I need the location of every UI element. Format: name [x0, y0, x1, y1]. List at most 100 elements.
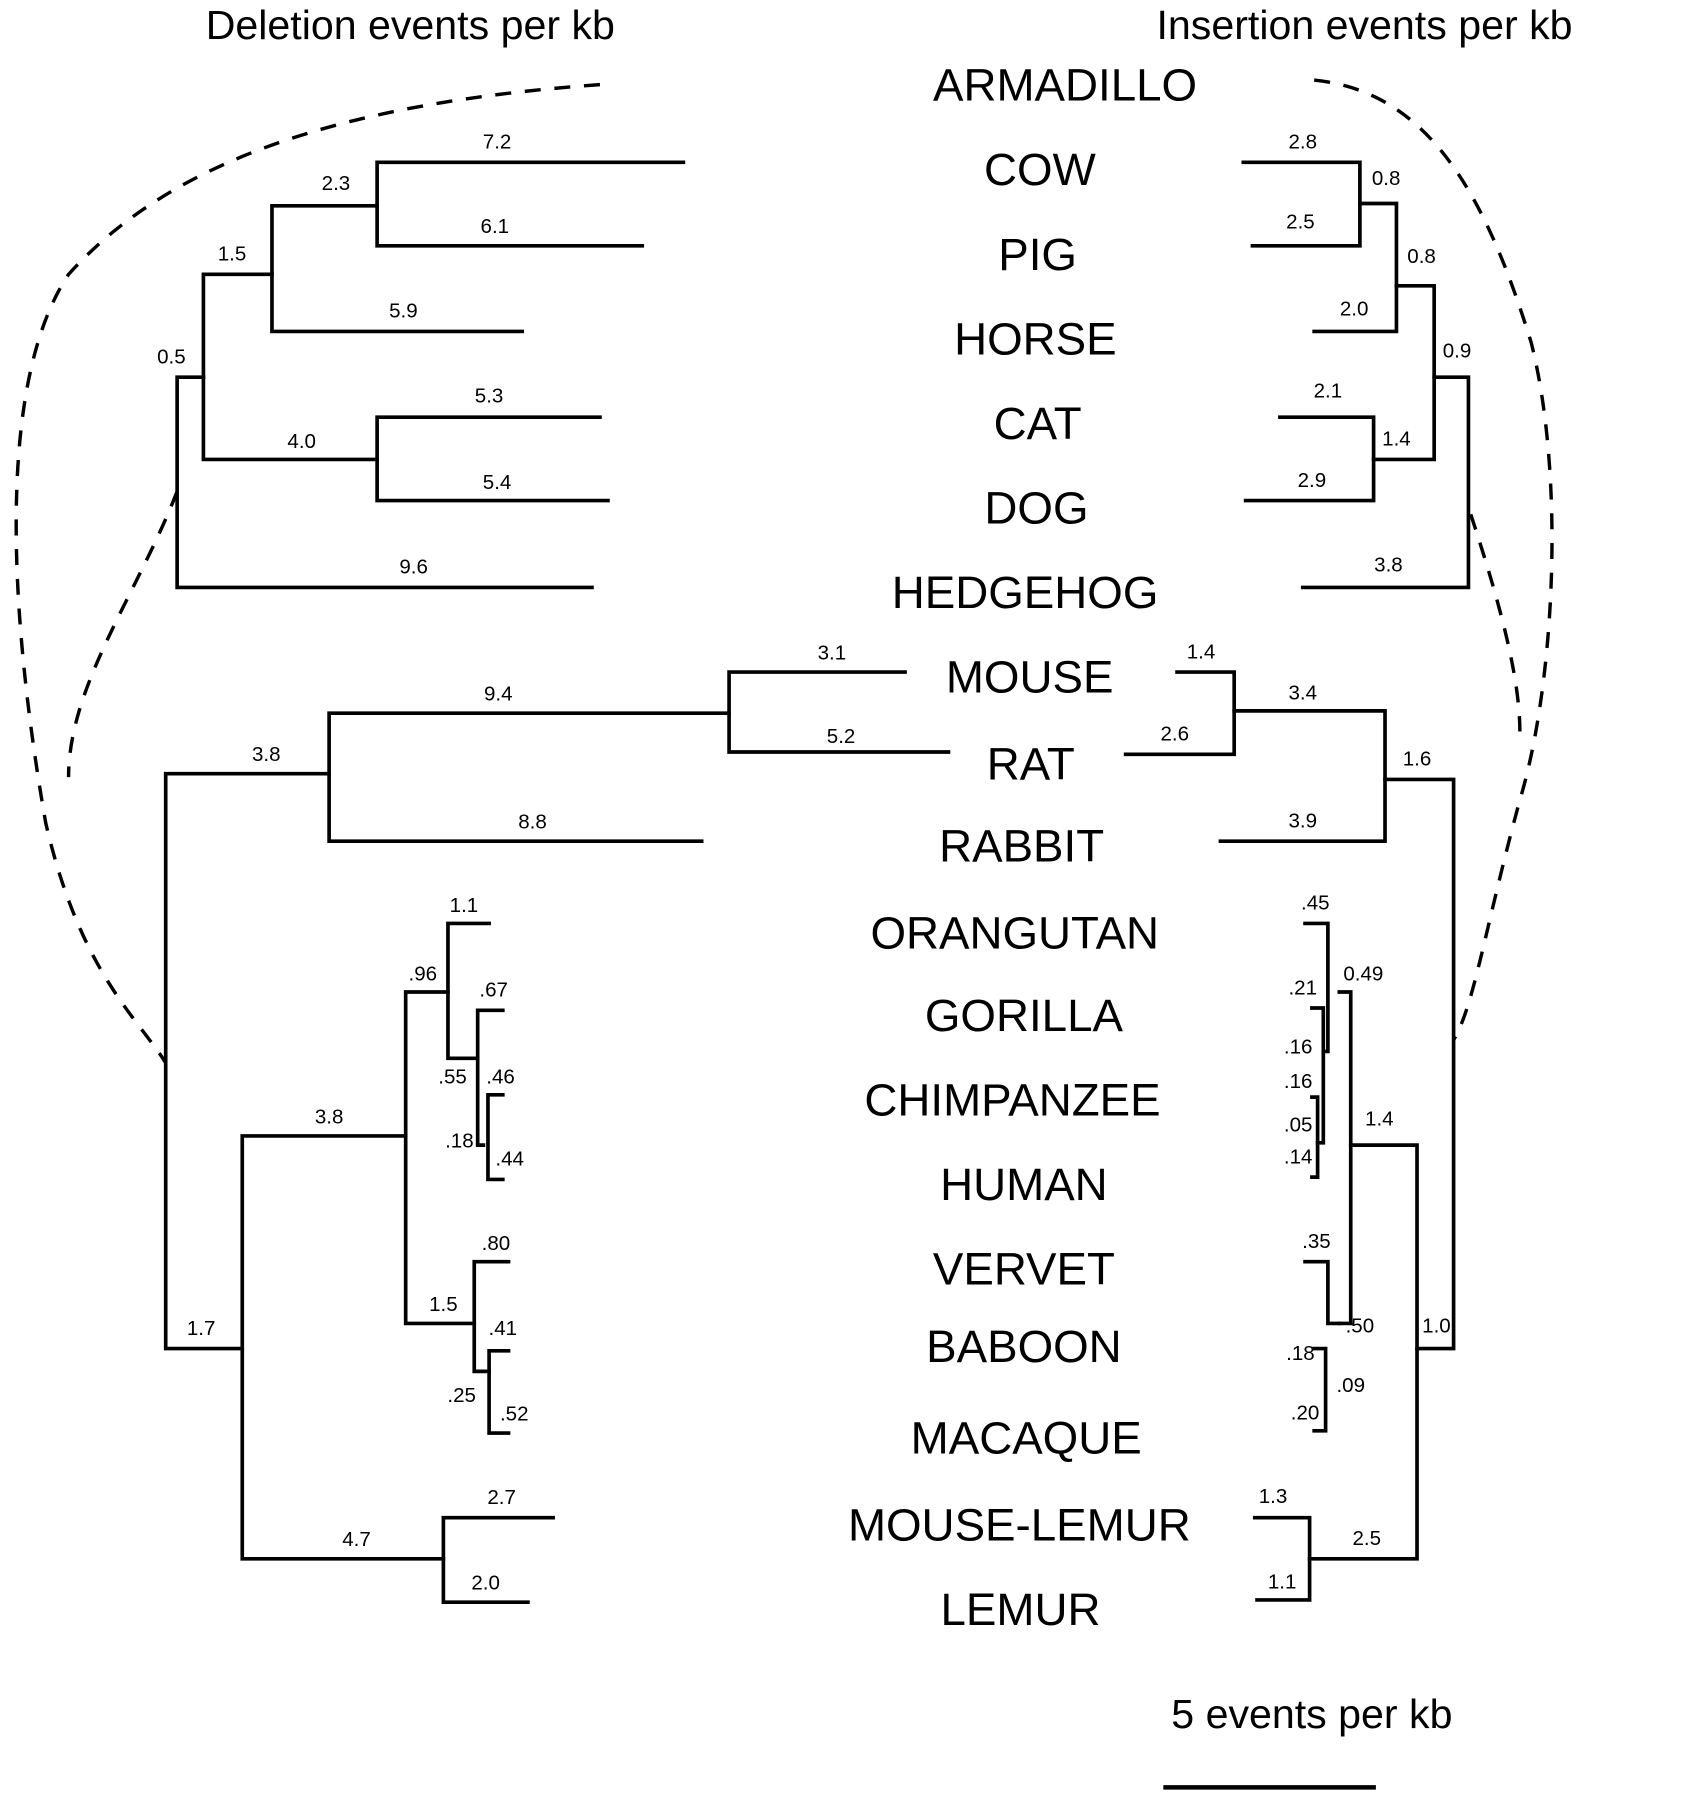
branch: [1252, 1515, 1312, 1602]
branch-label: 1.5: [218, 243, 247, 266]
branch: [441, 1515, 555, 1605]
species-label: HORSE: [954, 313, 1117, 364]
branch: [472, 1259, 511, 1374]
dashed-connector-left: [14, 82, 601, 1064]
deletion-title: Deletion events per kb: [206, 2, 615, 48]
branch-label: 9.6: [399, 556, 428, 579]
branch: [201, 272, 379, 462]
branch-label: 7.2: [483, 131, 512, 154]
branch: [1383, 777, 1456, 1351]
branch-label: 2.5: [1352, 1527, 1381, 1550]
species-label: GORILLA: [925, 990, 1124, 1041]
species-label: MOUSE-LEMUR: [848, 1500, 1191, 1551]
branch-label: 1.0: [1422, 1315, 1451, 1338]
branch-label: .52: [500, 1403, 529, 1426]
branch-label: .21: [1288, 976, 1317, 999]
branch: [327, 711, 731, 843]
branch-label: 1.4: [1187, 640, 1216, 663]
branch-label: .05: [1284, 1113, 1313, 1136]
branch-label: 2.9: [1298, 469, 1327, 492]
branch-label: .46: [486, 1065, 515, 1088]
branch: [163, 771, 331, 1351]
species-label: DOG: [984, 482, 1088, 533]
branch-label: 1.5: [429, 1293, 458, 1316]
branch: [270, 203, 525, 334]
species-label: RABBIT: [939, 821, 1104, 872]
branch-label: 1.4: [1382, 428, 1411, 451]
species-labels: ARMADILLO COW PIG HORSE CAT DOG HEDGEHOG…: [848, 60, 1197, 1635]
branch-label: 0.5: [157, 345, 186, 368]
dashed-connector-right: [1314, 78, 1554, 1041]
branch-label: .50: [1346, 1315, 1375, 1338]
species-label: LEMUR: [940, 1584, 1100, 1635]
scale-bar-label: 5 events per kb: [1171, 1691, 1452, 1737]
branch-label: 1.7: [187, 1317, 216, 1340]
branch: [1307, 1143, 1419, 1561]
branch-label: 5.2: [827, 725, 856, 748]
branch-label: 5.4: [483, 471, 512, 494]
branch: [446, 921, 491, 1061]
branch-label: .16: [1284, 1070, 1313, 1093]
branch-label: 2.0: [1340, 297, 1369, 320]
branch: [1123, 670, 1237, 757]
species-label: ARMADILLO: [933, 60, 1197, 111]
branch-label: 2.3: [322, 172, 351, 195]
branch-label: 2.6: [1160, 723, 1189, 746]
branch: [1337, 990, 1353, 1326]
branch: [1371, 283, 1436, 462]
dashed-connector-left-inner: [66, 490, 179, 778]
branch: [1303, 921, 1330, 1054]
species-label: BABOON: [926, 1321, 1122, 1372]
branch-label: .16: [1284, 1036, 1313, 1059]
branch-label: .44: [495, 1148, 524, 1171]
branch: [1312, 1346, 1328, 1433]
branch-label: 1.4: [1365, 1108, 1394, 1131]
branch-label: 1.1: [1268, 1571, 1297, 1594]
branch-label: 0.8: [1372, 167, 1401, 190]
branch-label: .35: [1302, 1230, 1331, 1253]
deletion-tree: 7.2 6.1 2.3 5.9 1.5 5.3 5.4 4.0 0.5 9.6 …: [157, 131, 951, 1605]
branch-label: 2.8: [1288, 131, 1317, 154]
species-label: VERVET: [933, 1244, 1115, 1295]
branch: [1310, 1006, 1326, 1145]
branch-label: .80: [482, 1232, 511, 1255]
species-label: MOUSE: [946, 652, 1114, 703]
branch: [1312, 201, 1399, 334]
branch-label: 3.8: [1374, 553, 1403, 576]
species-label: RAT: [987, 738, 1075, 789]
insertion-tree: 2.8 2.5 0.8 2.0 0.8 2.1 2.9 1.4 0.9 3.8 …: [1123, 131, 1472, 1602]
branch-label: .14: [1284, 1145, 1313, 1168]
branch-label: .18: [1286, 1342, 1315, 1365]
branch-label: 2.7: [487, 1486, 516, 1509]
branch-label: 9.4: [484, 683, 513, 706]
branch-label: 1.6: [1403, 748, 1432, 771]
branch: [1243, 415, 1376, 503]
branch-label: 0.9: [1443, 340, 1472, 363]
branch-label: 3.1: [818, 641, 847, 664]
dashed-connector-right-inner: [1469, 513, 1522, 732]
branch: [1303, 1259, 1342, 1326]
branch-label: .55: [438, 1065, 467, 1088]
species-label: CAT: [994, 398, 1082, 449]
branch: [175, 375, 594, 590]
branch-label: 6.1: [481, 215, 510, 238]
branch-label: 3.4: [1288, 681, 1317, 704]
branch: [475, 1008, 505, 1147]
branch: [375, 415, 610, 503]
species-label: MACAQUE: [911, 1413, 1142, 1464]
branch-label: 2.0: [471, 1572, 500, 1595]
branch-label: 5.3: [475, 384, 504, 407]
branch-label: .45: [1301, 892, 1330, 915]
branch-label: 1.3: [1259, 1485, 1288, 1508]
species-label: COW: [984, 144, 1096, 195]
branch-label: .20: [1291, 1401, 1320, 1424]
species-label: PIG: [998, 229, 1077, 280]
branch-label: 0.8: [1407, 245, 1436, 268]
species-label: HUMAN: [940, 1159, 1108, 1210]
branch: [403, 990, 477, 1326]
branch-label: 0.49: [1343, 963, 1383, 986]
branch-label: 8.8: [518, 811, 547, 834]
branch-label: 4.0: [287, 430, 316, 453]
branch-label: .41: [489, 1317, 518, 1340]
